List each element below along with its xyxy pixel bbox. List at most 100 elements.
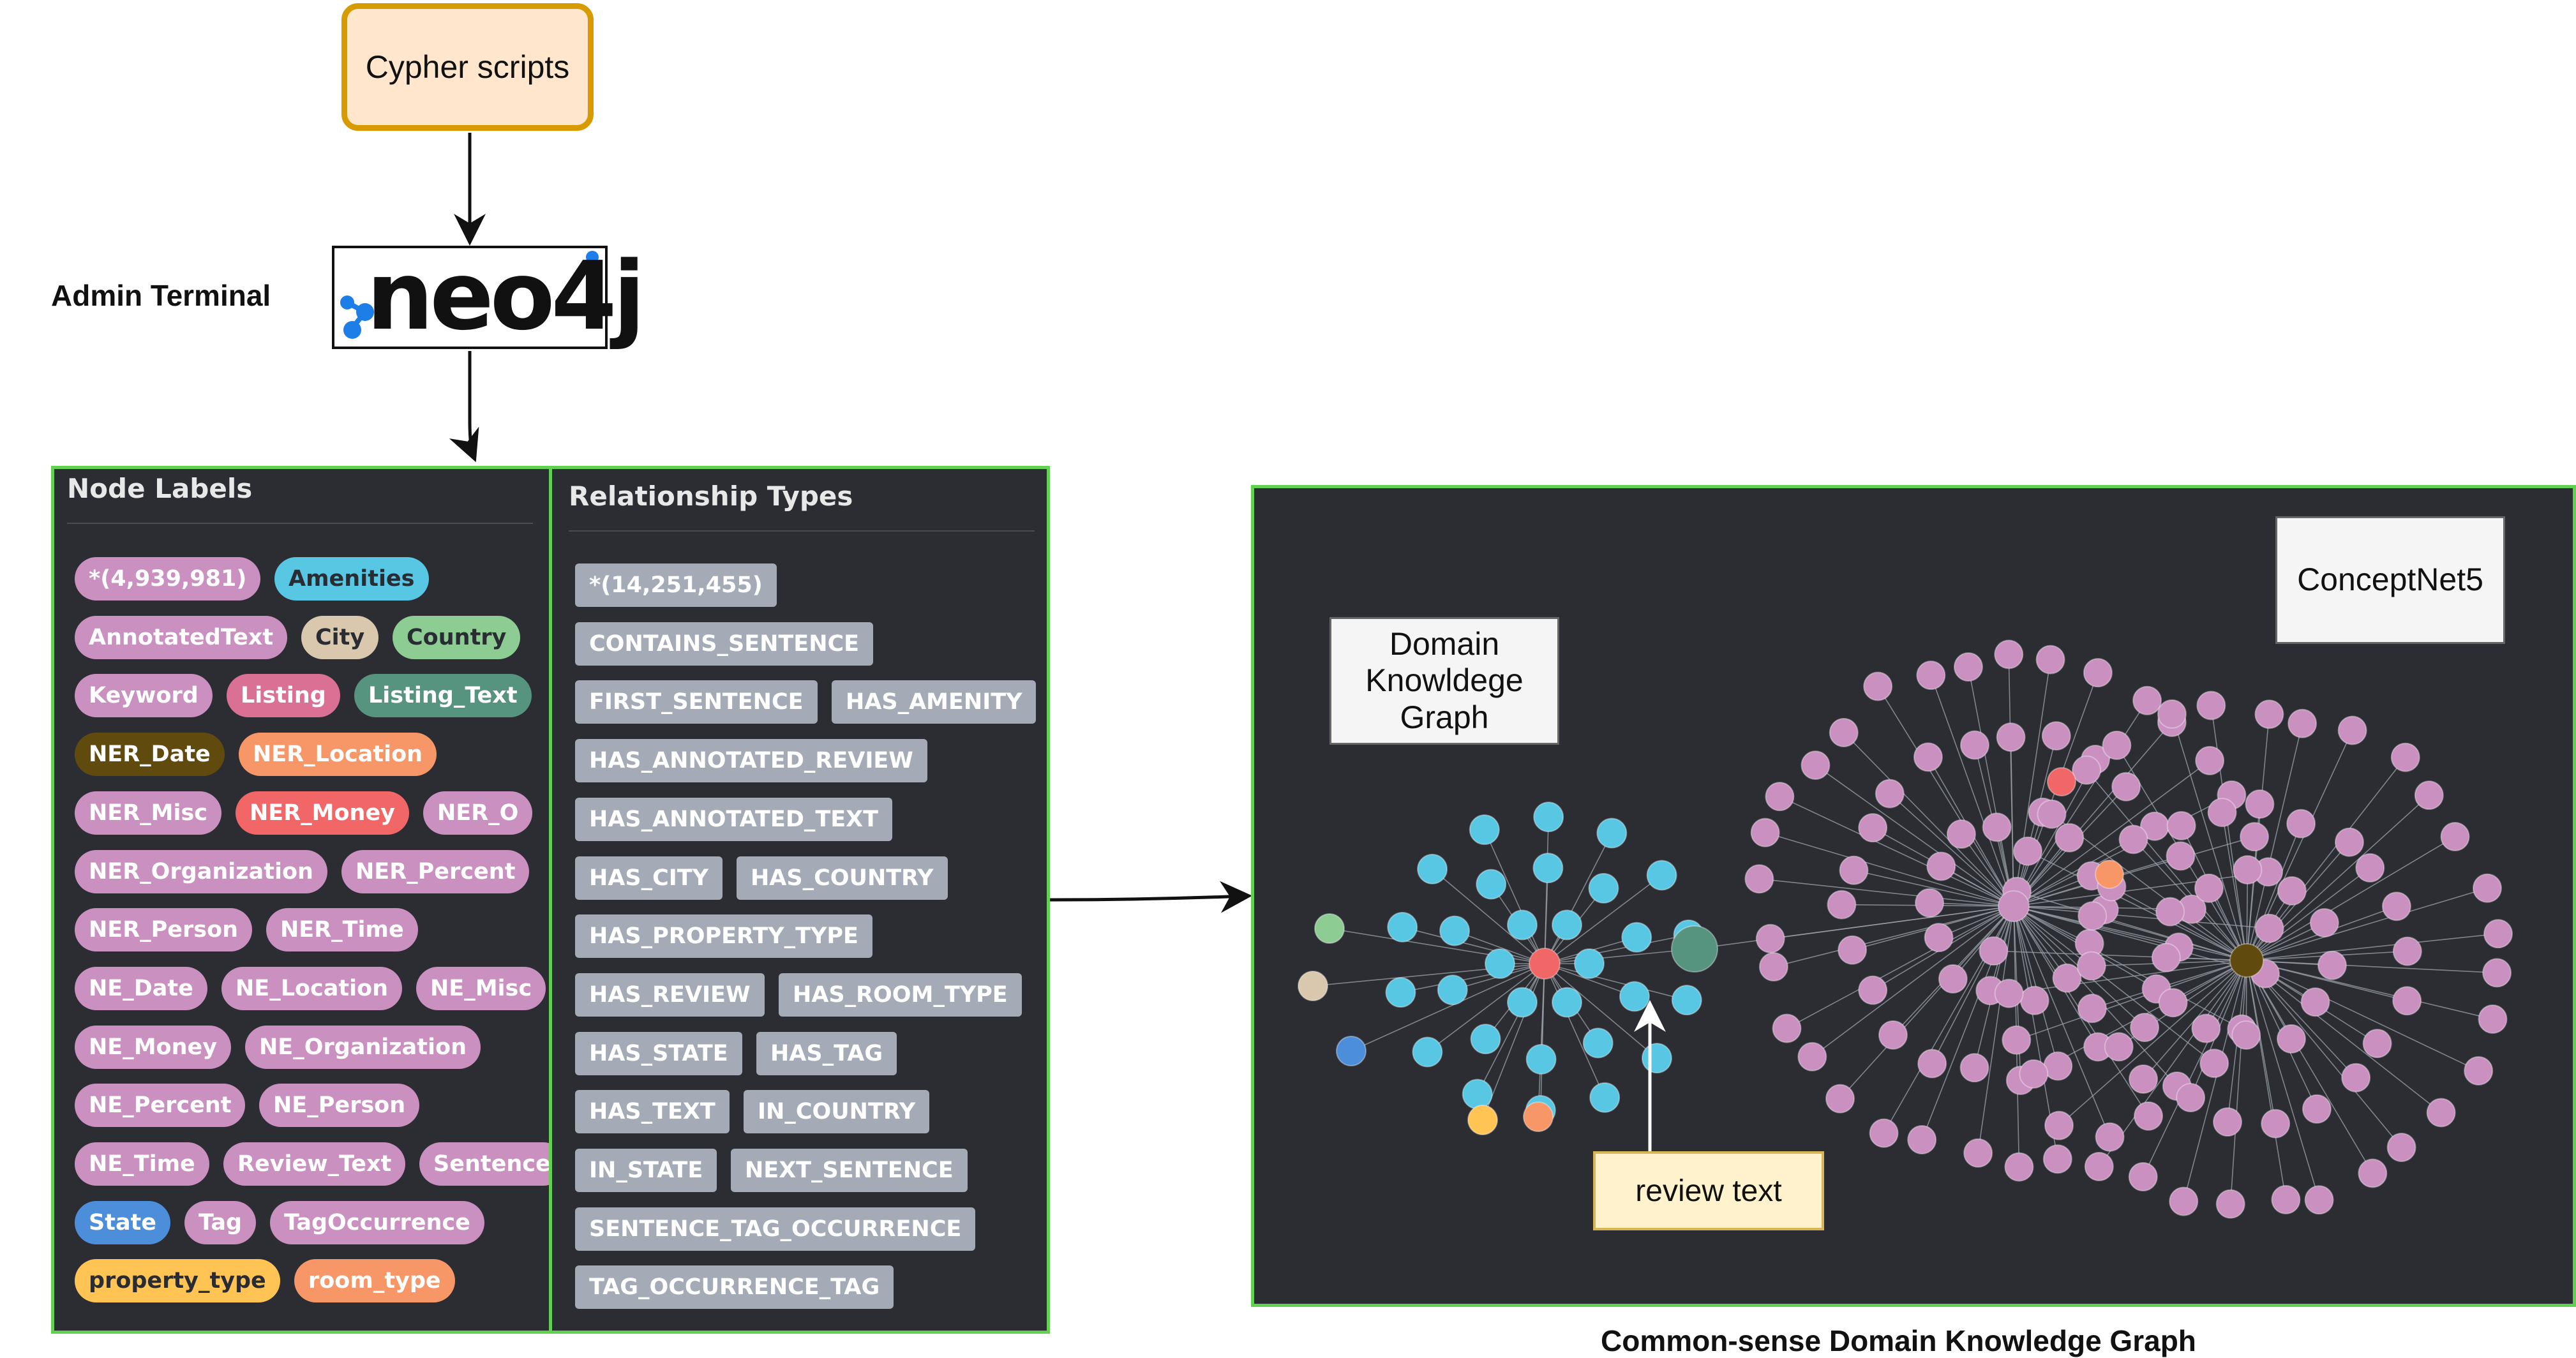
graph-edge xyxy=(2246,823,2302,961)
node-label-chip[interactable]: NE_Percent xyxy=(75,1084,246,1128)
relationship-type-chip[interactable]: CONTAINS_SENTENCE xyxy=(575,622,874,666)
graph-edge xyxy=(1759,878,2014,907)
graph-node-amenity xyxy=(1470,1024,1501,1055)
relationship-type-chip[interactable]: IN_COUNTRY xyxy=(744,1090,930,1134)
node-label-chip[interactable]: NER_Date xyxy=(75,733,225,777)
graph-edge xyxy=(2246,888,2488,961)
graph-edge xyxy=(2013,722,2173,907)
node-label-chip[interactable]: NE_Location xyxy=(221,966,403,1010)
node-label-chip[interactable]: NE_Person xyxy=(259,1084,420,1128)
node-label-chip[interactable]: *(4,939,981) xyxy=(75,557,261,601)
graph-edge xyxy=(1482,963,1545,1121)
graph-node-concept xyxy=(2464,1056,2494,1086)
node-label-chip[interactable]: Sentence xyxy=(419,1142,565,1186)
cypher-scripts-label: Cypher scripts xyxy=(365,49,570,85)
relationship-type-chip[interactable]: TAG_OCCURRENCE_TAG xyxy=(575,1265,894,1310)
graph-node-concept xyxy=(2102,730,2132,760)
graph-node-concept xyxy=(1827,890,1857,920)
graph-node-amenity xyxy=(1596,817,1628,849)
node-label-chip[interactable]: NER_Misc xyxy=(75,791,222,835)
graph-node-amenity xyxy=(1476,869,1507,900)
node-label-chip[interactable]: Amenities xyxy=(274,557,429,601)
node-label-chip[interactable]: City xyxy=(301,615,379,659)
node-label-chip[interactable]: property_type xyxy=(75,1259,280,1303)
relationship-type-chip[interactable]: HAS_ANNOTATED_TEXT xyxy=(575,797,893,841)
graph-node-amenity xyxy=(1671,985,1702,1016)
relationship-type-chip[interactable]: HAS_PROPERTY_TYPE xyxy=(575,914,872,959)
graph-node-concept xyxy=(1938,964,1968,994)
graph-node-concept xyxy=(2392,936,2422,966)
graph-node-location xyxy=(1336,1036,1367,1066)
graph-edge xyxy=(1454,930,1545,964)
node-label-chip[interactable]: NER_Time xyxy=(266,908,418,952)
graph-node-amenity xyxy=(1385,977,1416,1008)
relationship-type-chip[interactable]: *(14,251,455) xyxy=(575,563,777,607)
node-label-chip[interactable]: NE_Misc xyxy=(416,966,546,1010)
relationship-type-chip[interactable]: NEXT_SENTENCE xyxy=(731,1149,968,1192)
graph-edge xyxy=(2009,960,2247,994)
graph-node-amenity xyxy=(1533,802,1564,833)
graph-node-concept xyxy=(2077,994,2107,1024)
graph-edge xyxy=(1839,906,2014,1100)
node-label-chip[interactable]: NER_O xyxy=(423,791,533,835)
node-label-chip[interactable]: Review_Text xyxy=(223,1142,406,1186)
graph-node-concept xyxy=(2035,645,2065,675)
node-label-chip[interactable]: Listing xyxy=(227,674,340,718)
relationship-type-chip[interactable]: SENTENCE_TAG_OCCURRENCE xyxy=(575,1207,976,1251)
node-label-chip[interactable]: NE_Money xyxy=(75,1025,232,1069)
node-label-chip[interactable]: NER_Person xyxy=(75,908,253,952)
relationship-type-chip[interactable]: HAS_REVIEW xyxy=(575,973,765,1017)
graph-node-concept xyxy=(1825,1084,1855,1114)
graph-edge xyxy=(2246,960,2479,1071)
node-label-chip[interactable]: NE_Organization xyxy=(245,1025,481,1069)
graph-edge xyxy=(1993,950,2247,961)
node-label-chip[interactable]: NE_Time xyxy=(75,1142,209,1186)
node-label-chip[interactable]: Listing_Text xyxy=(354,674,532,718)
knowledge-graph-panel: Domain Knowldege Graph ConceptNet5 xyxy=(1251,485,2576,1307)
knowledge-graph-visualization xyxy=(1298,639,2513,1219)
relationship-type-chip[interactable]: HAS_STATE xyxy=(575,1031,742,1075)
node-label-chip[interactable]: TagOccurrence xyxy=(270,1200,484,1244)
relationship-type-chip[interactable]: HAS_TAG xyxy=(756,1031,897,1075)
relationship-type-chip[interactable]: FIRST_SENTENCE xyxy=(575,680,818,724)
graph-node-concept xyxy=(1875,779,1905,809)
node-labels-title: Node Labels xyxy=(67,473,253,504)
graph-node-concept-highlight xyxy=(2095,860,2124,889)
node-label-chip[interactable]: Keyword xyxy=(75,674,213,718)
node-label-chip[interactable]: NER_Money xyxy=(236,791,409,835)
graph-node-concept xyxy=(2078,901,2108,931)
graph-edge xyxy=(1544,963,1687,1001)
relationship-type-chip[interactable]: HAS_ANNOTATED_REVIEW xyxy=(575,739,927,783)
relationship-type-chip[interactable]: HAS_COUNTRY xyxy=(737,856,948,900)
relationship-type-chip[interactable]: IN_STATE xyxy=(575,1149,717,1192)
relationship-type-chip[interactable]: HAS_CITY xyxy=(575,856,723,900)
graph-node-concept xyxy=(2240,822,2270,852)
graph-edge xyxy=(2013,906,2266,974)
node-label-chip[interactable]: NER_Organization xyxy=(75,849,327,893)
relationship-type-chip[interactable]: HAS_ROOM_TYPE xyxy=(779,973,1022,1017)
graph-edge xyxy=(1779,796,2014,907)
node-label-chip[interactable]: Tag xyxy=(184,1200,257,1244)
graph-node-concept xyxy=(2482,958,2512,988)
node-label-chip[interactable]: Country xyxy=(393,615,521,659)
graph-node-concept xyxy=(2215,1189,2245,1219)
node-label-chip[interactable]: AnnotatedText xyxy=(75,615,288,659)
graph-edge xyxy=(1476,963,1545,1094)
node-label-chip[interactable]: State xyxy=(75,1200,171,1244)
graph-node-concept xyxy=(2478,1004,2508,1034)
relationship-type-chip[interactable]: HAS_AMENITY xyxy=(832,680,1037,724)
graph-node-concept xyxy=(2472,873,2502,903)
node-label-chip[interactable]: NER_Location xyxy=(239,733,437,777)
graph-edge xyxy=(1544,934,1689,964)
node-label-chip[interactable]: NE_Date xyxy=(75,966,207,1010)
node-label-chip[interactable]: NER_Percent xyxy=(341,849,530,893)
node-label-chip[interactable]: room_type xyxy=(294,1259,455,1303)
relationship-type-chip[interactable]: HAS_TEXT xyxy=(575,1090,730,1134)
graph-edge xyxy=(1544,817,1549,964)
graph-node-concept xyxy=(1963,1138,1993,1168)
graph-node-amenity xyxy=(1582,1027,1614,1059)
graph-node-concept xyxy=(2358,1158,2388,1188)
graph-node-concept xyxy=(2309,908,2339,938)
